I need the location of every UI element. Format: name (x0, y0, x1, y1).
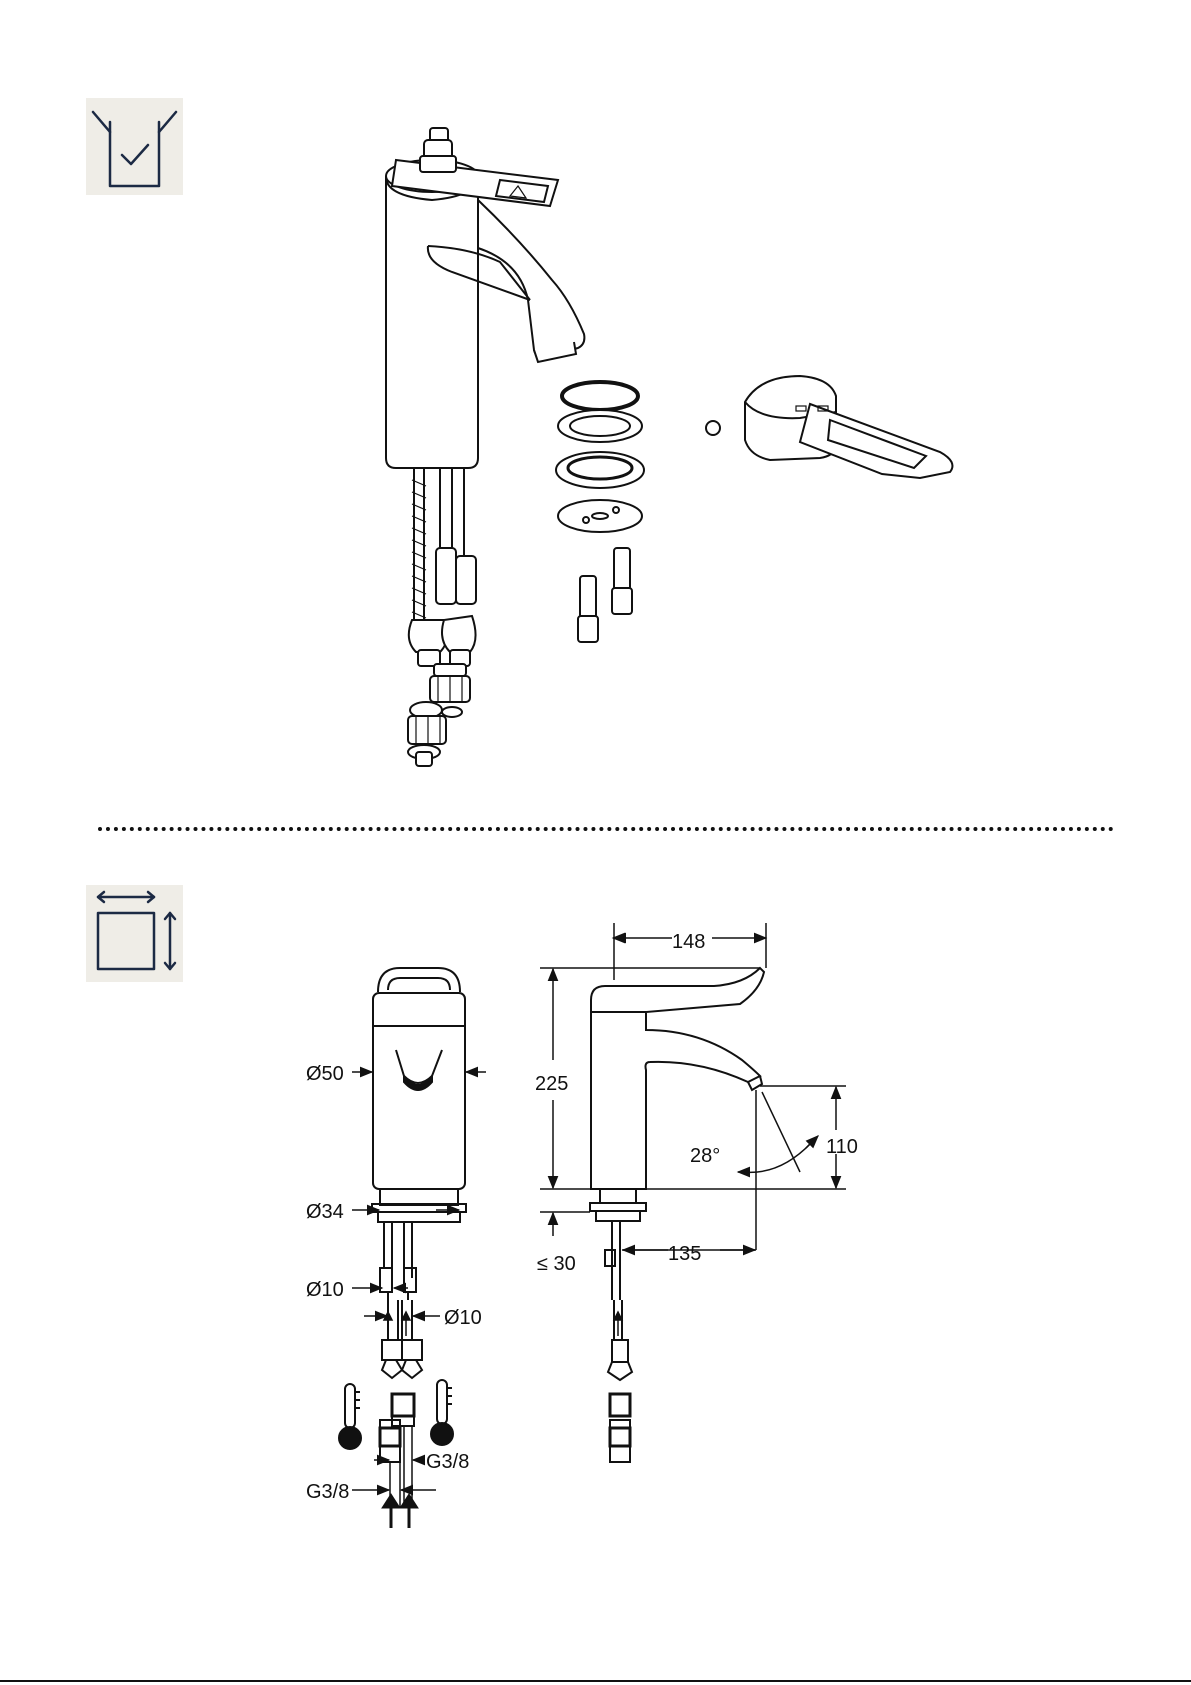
side-dimensions (540, 923, 846, 1250)
thread-left-label: G3/8 (306, 1481, 349, 1503)
width-label: 148 (672, 931, 705, 953)
front-view (372, 968, 466, 1508)
lever-handle (745, 376, 952, 478)
threaded-rods (578, 548, 632, 642)
side-view (590, 968, 764, 1462)
side-hose-arrow (614, 1312, 622, 1336)
exploded-view (386, 128, 952, 766)
thread-right-label: G3/8 (426, 1451, 469, 1473)
spout-height-label: 110 (826, 1136, 858, 1158)
height-label: 225 (535, 1073, 568, 1095)
dia-hose-right-label: Ø10 (444, 1307, 482, 1329)
hot-water-icon (431, 1380, 453, 1445)
faucet-body (386, 128, 584, 766)
angle-label: 28° (690, 1145, 720, 1167)
footer-rule (0, 1680, 1191, 1682)
dia-base-label: Ø34 (306, 1201, 344, 1223)
cold-water-icon (339, 1384, 361, 1449)
deck-thickness-label: ≤ 30 (537, 1253, 576, 1275)
reach-label: 135 (668, 1243, 701, 1265)
dia-body-label: Ø50 (306, 1063, 344, 1085)
grub-screw (706, 421, 720, 435)
dia-hose-left-label: Ø10 (306, 1279, 344, 1301)
washer-stack (556, 382, 644, 532)
